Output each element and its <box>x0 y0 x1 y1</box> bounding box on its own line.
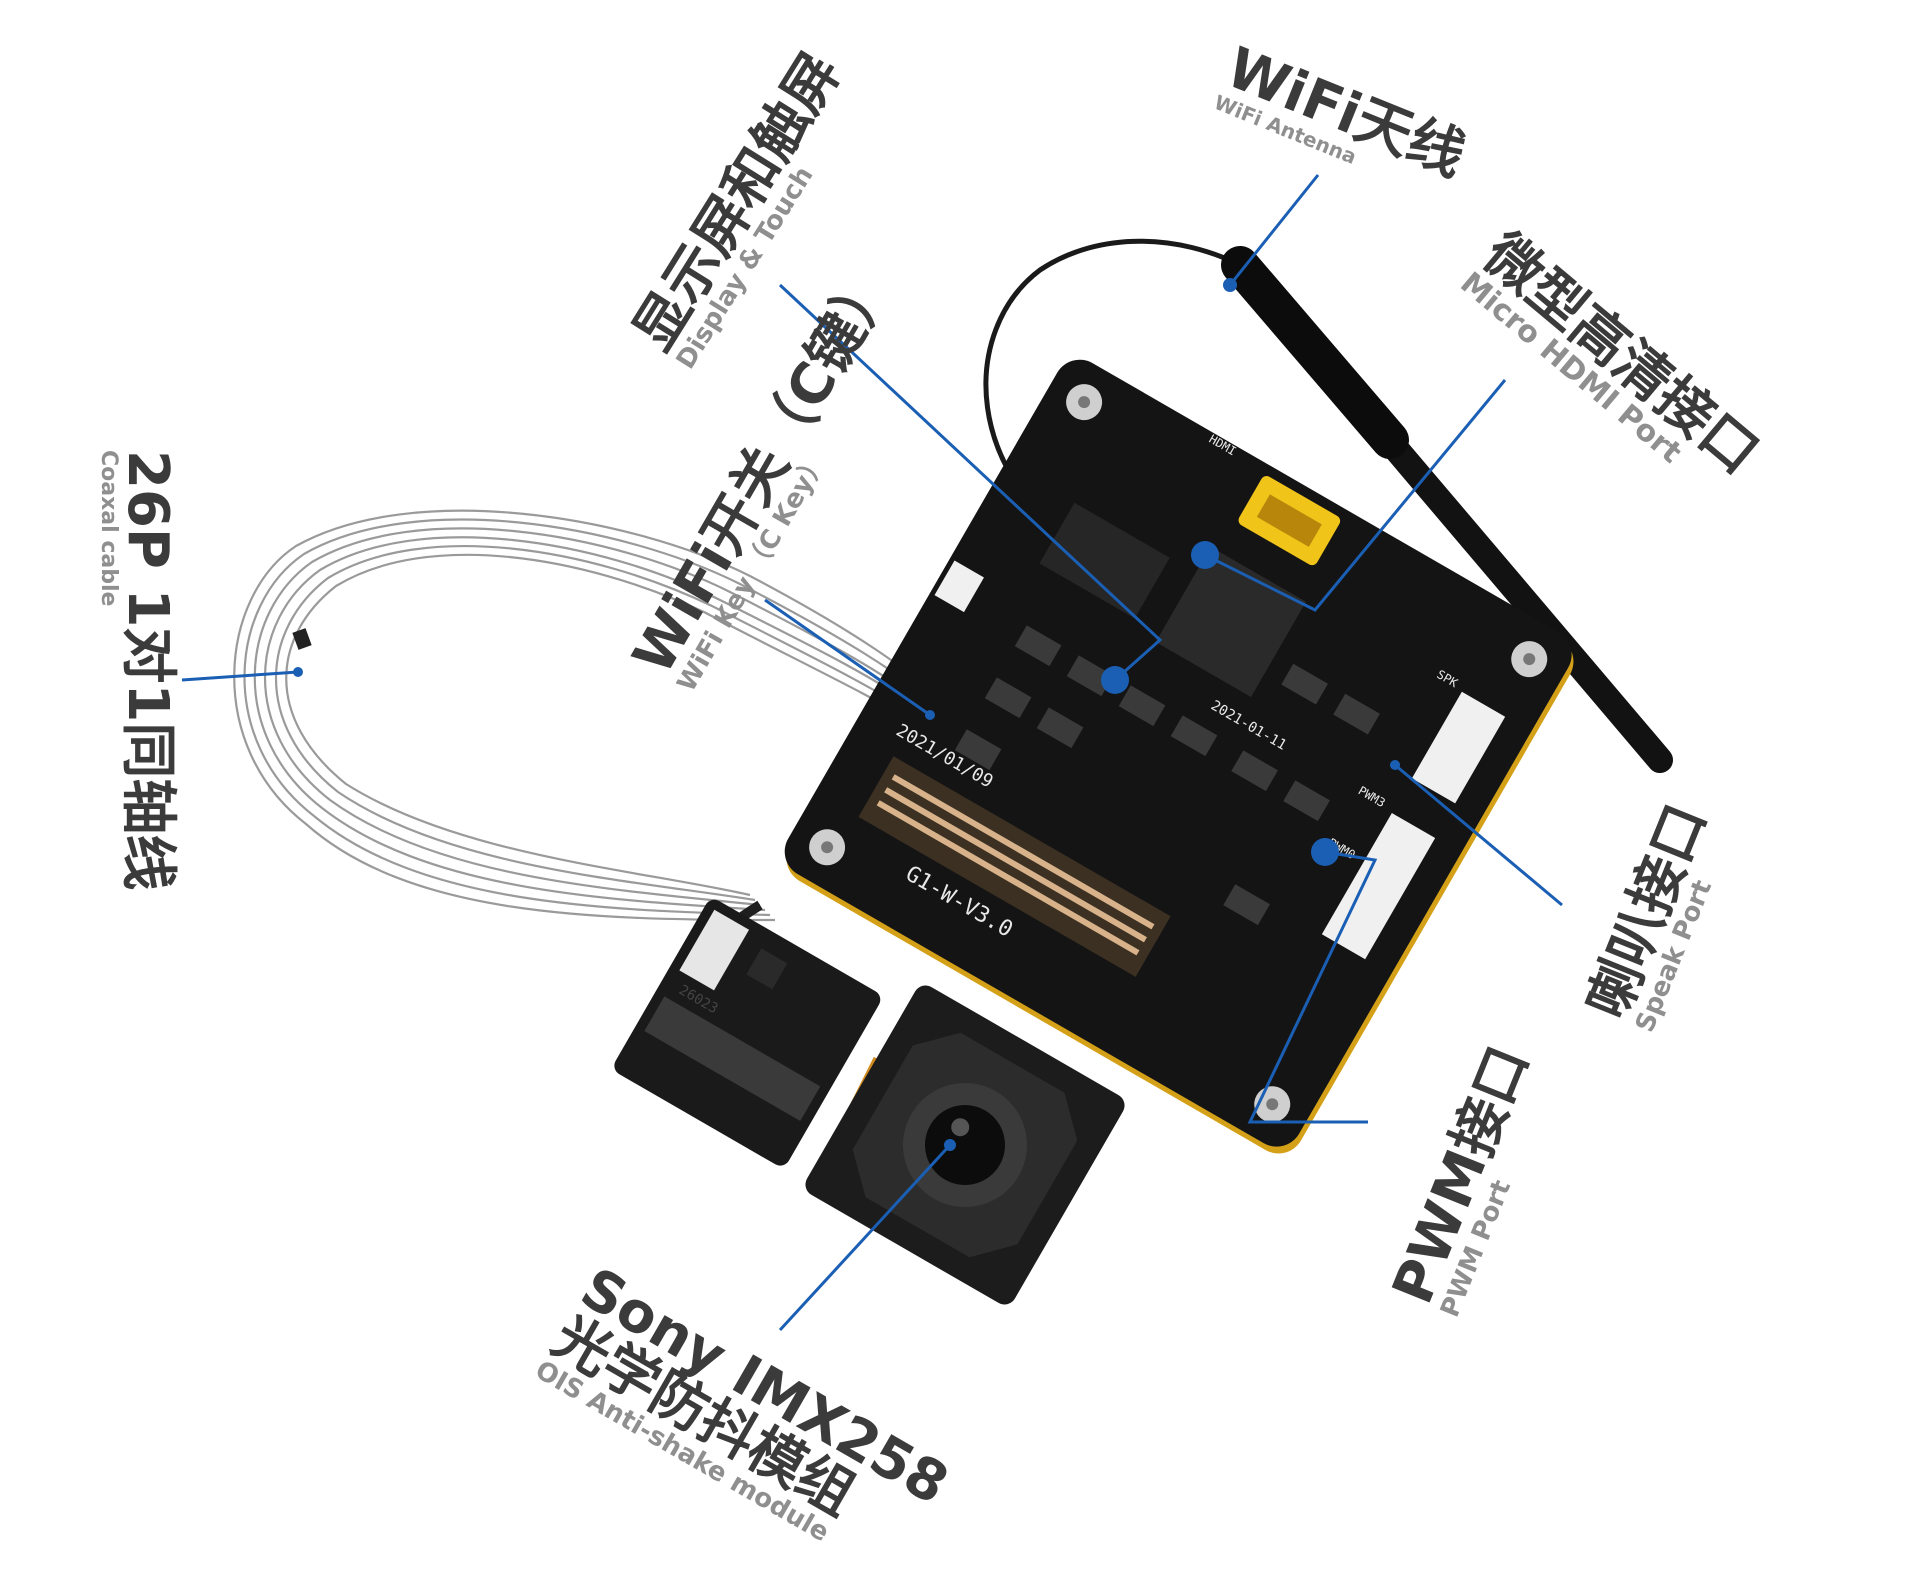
leader-pwm-port <box>1247 850 1378 1124</box>
main-pcb: G1-W-V3.0 2021/01/09 2021-01-11 HDMI SPK… <box>784 359 1574 1154</box>
camera-module <box>805 985 1125 1305</box>
display-touch-ic <box>1039 502 1170 619</box>
leader-display-touch <box>778 283 1163 682</box>
sensor-adapter-board: 26023 <box>614 899 881 1166</box>
coaxial-cable-bundle <box>233 509 1023 922</box>
leader-coaxial <box>181 670 299 682</box>
label-coaxial: 26P 1对1同轴线 Coaxal cable <box>96 450 180 891</box>
leader-lines <box>181 174 1563 1332</box>
soc-chip <box>1155 546 1306 698</box>
pwm-port-connector <box>1321 813 1436 960</box>
leader-dots <box>293 278 1400 1151</box>
label-coaxial-zh: 26P 1对1同轴线 <box>115 450 180 891</box>
cable-band <box>292 628 312 650</box>
leader-wifi-key <box>764 598 931 717</box>
leader-speak-port <box>1394 763 1563 907</box>
leader-micro-hdmi <box>1204 379 1507 612</box>
leader-wifi-antenna <box>1228 174 1320 286</box>
speak-port-connector <box>1411 691 1506 804</box>
leader-sony <box>778 1143 952 1332</box>
wifi-key-connector <box>934 560 984 613</box>
